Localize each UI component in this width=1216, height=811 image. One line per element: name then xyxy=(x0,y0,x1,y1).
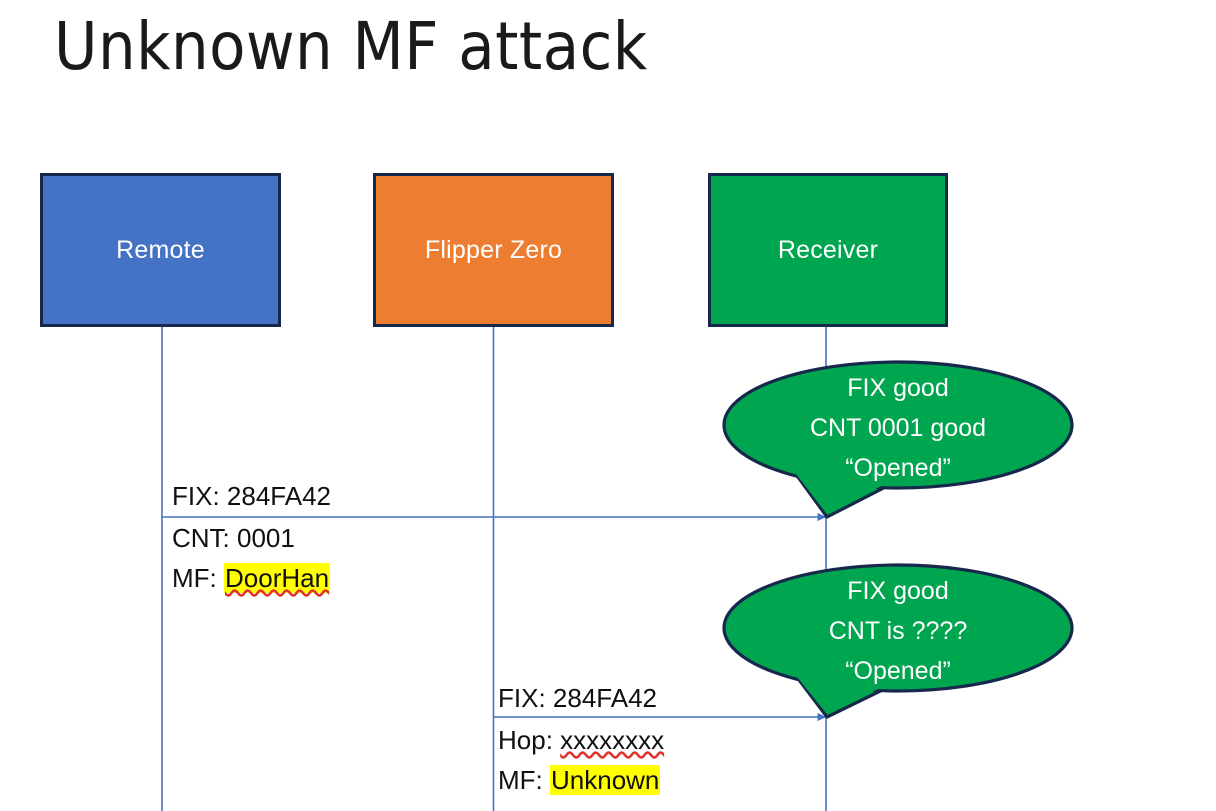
actor-label-receiver: Receiver xyxy=(777,235,879,264)
message-1-cnt-label: CNT: 0001 xyxy=(172,523,295,553)
actor-box-flipper-zero[interactable]: Flipper Zero xyxy=(373,173,614,327)
message-2-hop-prefix: Hop: xyxy=(498,725,561,755)
actor-box-remote[interactable]: Remote xyxy=(40,173,281,327)
message-1-mf-prefix: MF: xyxy=(172,563,224,593)
message-2-mf-value: Unknown xyxy=(550,765,661,795)
message-2-mf-line: MF: Unknown xyxy=(498,760,664,800)
message-2-mf-prefix: MF: xyxy=(498,765,550,795)
message-1-label-above: FIX: 284FA42 xyxy=(172,476,331,516)
callout-bubble-1 xyxy=(722,360,1074,519)
message-2-label-above: FIX: 284FA42 xyxy=(498,678,657,718)
actor-label-flipper-zero: Flipper Zero xyxy=(424,235,563,264)
message-2-fix-label: FIX: 284FA42 xyxy=(498,683,657,713)
message-2-label-below: Hop: xxxxxxxx MF: Unknown xyxy=(498,720,664,800)
actor-box-receiver[interactable]: Receiver xyxy=(708,173,948,327)
message-1-mf-value: DoorHan xyxy=(224,563,331,593)
message-1-fix-label: FIX: 284FA42 xyxy=(172,481,331,511)
message-1-mf-line: MF: DoorHan xyxy=(172,558,331,598)
page-title: Unknown MF attack xyxy=(54,8,648,85)
message-2-hop-line: Hop: xxxxxxxx xyxy=(498,720,664,760)
callout-bubble-2 xyxy=(722,563,1074,719)
message-2-hop-value: xxxxxxxx xyxy=(560,725,665,755)
message-1-label-below: CNT: 0001 MF: DoorHan xyxy=(172,518,331,598)
actor-label-remote: Remote xyxy=(116,235,205,264)
